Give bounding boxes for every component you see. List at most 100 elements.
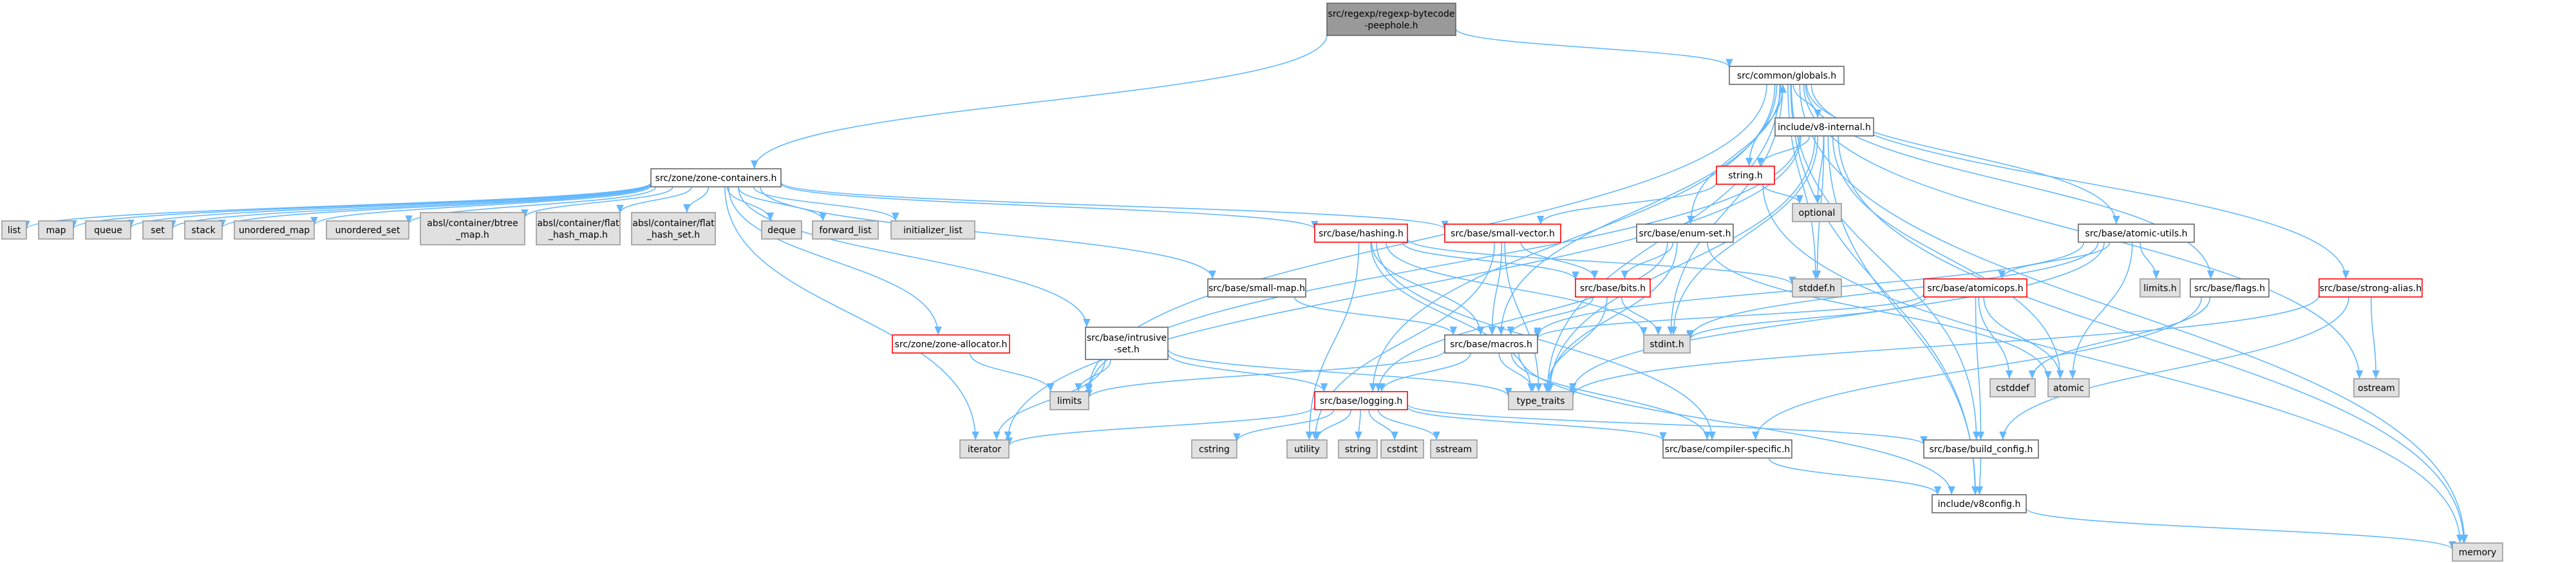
node-fhm[interactable]: absl/container/flat_hash_map.h bbox=[536, 212, 621, 245]
node-smallmap[interactable]: src/base/small-map.h bbox=[1207, 278, 1306, 298]
node-fwdlist[interactable]: forward_list bbox=[812, 220, 879, 240]
node-label: include/v8-internal.h bbox=[1778, 122, 1871, 133]
node-label: limits bbox=[1057, 396, 1082, 406]
node-map[interactable]: map bbox=[38, 220, 74, 240]
node-fhs[interactable]: absl/container/flat_hash_set.h bbox=[631, 212, 716, 245]
node-box bbox=[234, 220, 315, 240]
edge-zc-to-queue bbox=[127, 183, 652, 229]
node-v8int[interactable]: include/v8-internal.h bbox=[1774, 117, 1874, 137]
edge-strongalias-to-ostream bbox=[2371, 296, 2380, 379]
node-label: src/zone/zone-allocator.h bbox=[895, 339, 1008, 350]
node-label: src/base/small-map.h bbox=[1208, 283, 1305, 294]
node-globals[interactable]: src/common/globals.h bbox=[1729, 66, 1845, 85]
node-label: absl/container/flat bbox=[537, 218, 619, 229]
node-cstddef[interactable]: cstddef bbox=[1989, 378, 2036, 397]
node-flags[interactable]: src/base/flags.h bbox=[2190, 278, 2270, 298]
edge-zc-to-zonealloc bbox=[728, 186, 942, 336]
node-umap[interactable]: unordered_map bbox=[234, 220, 315, 240]
node-label: src/base/hashing.h bbox=[1319, 229, 1404, 239]
edge-zc-to-hashing bbox=[780, 183, 1319, 230]
node-set[interactable]: set bbox=[142, 220, 173, 240]
node-atomic[interactable]: atomic bbox=[2047, 378, 2090, 397]
edge-v8int-to-memory bbox=[1838, 135, 2468, 544]
edge-globals-to-atomicutils bbox=[1806, 84, 2120, 225]
edge-bits-to-typetraits bbox=[1543, 296, 1608, 392]
node-label: src/base/strong-alias.h bbox=[2320, 283, 2421, 294]
node-macros[interactable]: src/base/macros.h bbox=[1444, 334, 1538, 354]
edge-logging-to-cstdint bbox=[1368, 409, 1398, 441]
node-buildcfg[interactable]: src/base/build_config.h bbox=[1923, 439, 2039, 459]
node-cstring[interactable]: cstring bbox=[1191, 439, 1237, 459]
node-label: src/base/enum-set.h bbox=[1639, 229, 1731, 239]
node-box bbox=[1729, 66, 1845, 85]
node-strongalias[interactable]: src/base/strong-alias.h bbox=[2318, 278, 2423, 298]
node-atomicutils[interactable]: src/base/atomic-utils.h bbox=[2078, 224, 2195, 243]
edge-atomicutils-to-atomicops bbox=[1998, 242, 2111, 280]
edge-intrusive-to-typetraits bbox=[1167, 348, 1512, 397]
node-label: cstdint bbox=[1387, 444, 1418, 455]
node-sstream[interactable]: sstream bbox=[1430, 439, 1478, 459]
node-box bbox=[1191, 439, 1237, 459]
node-atomicops[interactable]: src/base/atomicops.h bbox=[1923, 278, 2027, 298]
node-label: map bbox=[46, 225, 66, 236]
node-zonealloc[interactable]: src/zone/zone-allocator.h bbox=[892, 334, 1010, 354]
node-box bbox=[1575, 278, 1651, 298]
node-enumset[interactable]: src/base/enum-set.h bbox=[1636, 224, 1734, 243]
node-intrusive[interactable]: src/base/intrusive-set.h bbox=[1085, 327, 1169, 360]
edge-strongalias-to-typetraits bbox=[1569, 294, 2320, 397]
node-ostream[interactable]: ostream bbox=[2353, 378, 2400, 397]
node-iterator[interactable]: iterator bbox=[959, 439, 1010, 459]
node-cstdint[interactable]: cstdint bbox=[1380, 439, 1424, 459]
node-stack[interactable]: stack bbox=[184, 220, 223, 240]
node-box bbox=[1085, 327, 1169, 360]
edge-zc-to-intrusive bbox=[738, 186, 1091, 328]
node-utility[interactable]: utility bbox=[1286, 439, 1328, 459]
node-zc[interactable]: src/zone/zone-containers.h bbox=[650, 168, 782, 187]
node-typetraits[interactable]: type_traits bbox=[1508, 391, 1574, 410]
node-label: src/base/bits.h bbox=[1580, 283, 1646, 294]
node-string[interactable]: string bbox=[1338, 439, 1378, 459]
node-box bbox=[1314, 391, 1408, 410]
node-label: sstream bbox=[1436, 444, 1472, 455]
edge-bits-to-macros bbox=[1507, 296, 1594, 336]
node-initlist[interactable]: initializer_list bbox=[890, 220, 975, 240]
node-list[interactable]: list bbox=[1, 220, 27, 240]
node-root[interactable]: src/regexp/regexp-bytecode-peephole.h bbox=[1326, 3, 1456, 36]
node-stringh[interactable]: string.h bbox=[1716, 166, 1775, 185]
edge-smallvec-to-bits bbox=[1520, 242, 1599, 280]
node-uset[interactable]: unordered_set bbox=[326, 220, 409, 240]
node-box bbox=[1207, 278, 1306, 298]
node-hashing[interactable]: src/base/hashing.h bbox=[1314, 224, 1408, 243]
node-label: src/regexp/regexp-bytecode bbox=[1328, 9, 1455, 19]
edge-zc-to-stack bbox=[218, 184, 652, 229]
node-btree[interactable]: absl/container/btree_map.h bbox=[420, 212, 525, 245]
node-box bbox=[2353, 378, 2400, 397]
node-limitsh[interactable]: limits.h bbox=[2139, 278, 2181, 298]
node-stdint[interactable]: stdint.h bbox=[1643, 334, 1691, 354]
node-deque[interactable]: deque bbox=[761, 220, 802, 240]
node-optional[interactable]: optional bbox=[1792, 203, 1842, 222]
edge-macros-to-logging bbox=[1378, 352, 1471, 392]
node-stddef[interactable]: stddef.h bbox=[1792, 278, 1842, 298]
node-smallvec[interactable]: src/base/small-vector.h bbox=[1444, 224, 1561, 243]
edge-atomicutils-to-stdint bbox=[1686, 242, 2099, 339]
node-logging[interactable]: src/base/logging.h bbox=[1314, 391, 1408, 410]
node-memory[interactable]: memory bbox=[2452, 542, 2503, 562]
node-compiler[interactable]: src/base/compiler-specific.h bbox=[1662, 439, 1792, 459]
node-label: string.h bbox=[1728, 171, 1763, 181]
node-label: stack bbox=[191, 225, 216, 236]
edge-v8int-to-stringh bbox=[1756, 135, 1810, 167]
node-label: set bbox=[151, 225, 165, 236]
edge-v8int-to-typetraits bbox=[1546, 135, 1816, 392]
node-queue[interactable]: queue bbox=[85, 220, 131, 240]
node-limits[interactable]: limits bbox=[1049, 391, 1089, 410]
node-label: atomic bbox=[2053, 383, 2084, 394]
node-label: include/v8config.h bbox=[1938, 499, 2021, 510]
node-v8config[interactable]: include/v8config.h bbox=[1932, 494, 2027, 513]
node-bits[interactable]: src/base/bits.h bbox=[1575, 278, 1651, 298]
node-box bbox=[420, 212, 525, 245]
node-box bbox=[142, 220, 173, 240]
edge-smallmap-to-macros bbox=[1293, 296, 1458, 336]
node-label: memory bbox=[2459, 548, 2497, 558]
node-box bbox=[1338, 439, 1378, 459]
